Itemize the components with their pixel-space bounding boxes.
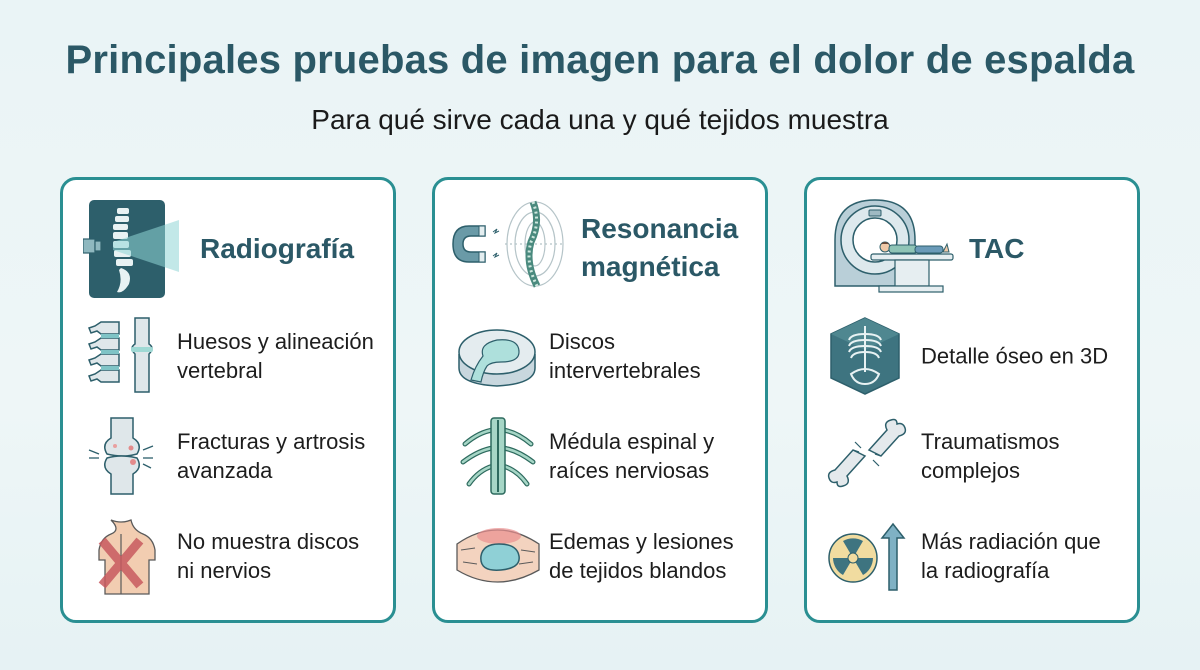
spinal-cord-icon [453,416,543,496]
radiation-up-icon [825,516,915,596]
xray-spine-icon [82,196,183,305]
broken-bone-icon [825,416,915,496]
card-title: Resonancia magnética [581,213,739,282]
item-text: Detalle óseo en 3D [921,343,1109,369]
page-subtitle: Para qué sirve cada una y qué tejidos mu… [311,104,889,135]
disc-icon [453,316,543,396]
page-title: Principales pruebas de imagen para el do… [65,38,1135,82]
card-tac: TAC Detalle óseo en 3D [804,177,1140,623]
card-title: Radiografía [200,233,355,264]
magnet-spine-icon [449,196,569,305]
ct-scanner-icon [825,196,955,305]
list-item: Detalle óseo en 3D [825,316,1135,396]
skeleton-3d-icon [825,316,915,396]
back-cross-icon [81,516,171,596]
card-title: TAC [969,233,1025,264]
soft-tissue-edema-icon [453,516,543,596]
fractured-joint-icon [81,416,171,496]
bones-alignment-icon [81,316,171,396]
